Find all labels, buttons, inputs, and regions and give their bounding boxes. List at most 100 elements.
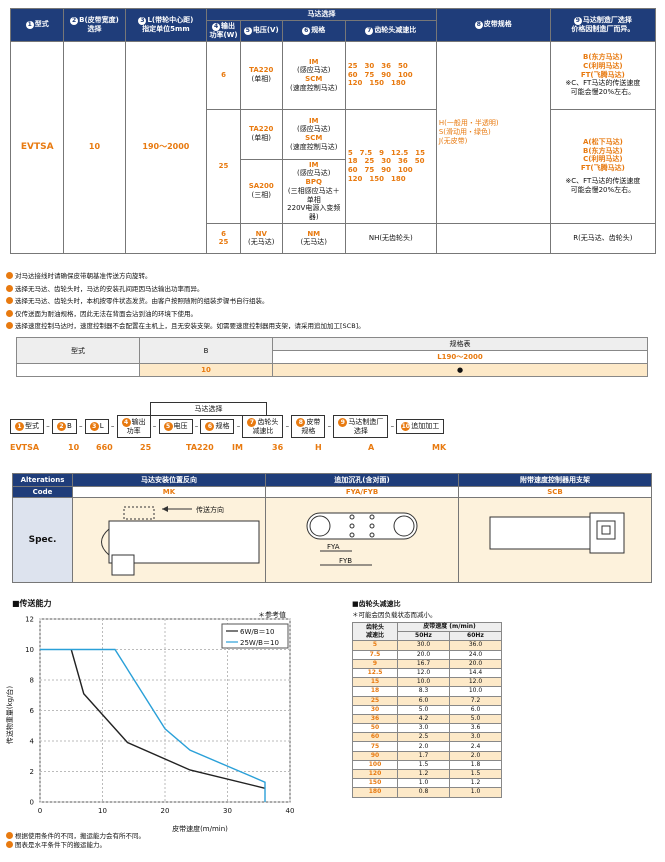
y-tick-label: 4 [30,738,35,746]
ratio-25w: 5 7.5 9 12.5 15 18 25 30 36 50 60 75 90 … [344,108,437,224]
type-cell: EVTSA [9,40,65,254]
y-tick-label: 2 [30,768,34,776]
voltage-ta220-25w: TA220(单相) [239,108,283,160]
speed-50hz-cell: 20.0 [397,649,450,660]
x-tick-label: 20 [161,807,170,815]
note-item: 选择无马达、齿轮头时，本机按零件状态发货。由客户按照随附的组装步骤书自行组装。 [6,295,656,308]
speed-50hz-cell: 16.7 [397,658,450,669]
chart-note: 图表是水平条件下的搬运能力。 [6,841,145,850]
code-mk: MK [72,486,266,498]
y-tick-label: 10 [25,646,34,654]
speed-60hz-cell: 3.0 [448,732,503,743]
bl-available-dot: ● [272,363,648,377]
speed-60hz-cell: 2.4 [448,741,503,752]
alt-col1: 马达安装位置反向 [72,473,266,487]
power-6: 6 [206,40,241,110]
alt-mk-diagram: 传送方向 [72,497,266,583]
chart-notes: 根据使用条件的不同，搬运能力会有所不同。 图表是水平条件下的搬运能力。 [6,832,145,850]
voltage-sa200: SA200(三相) [239,158,283,224]
code-fya: FYA/FYB [265,486,459,498]
speed-60hz-cell: 36.0 [448,640,503,651]
motor-reverse-diagram: 传送方向 [101,505,260,576]
series-line-25w [40,648,266,802]
speed-60hz-cell: 1.8 [448,759,503,771]
ratio-cell: 120 [352,768,398,780]
capacity-title: ■传送能力 [12,599,52,608]
alterations-table: Alterations 马达安装位置反向 追加沉孔(含对面) 附带速度控制器用支… [12,473,652,583]
maker-25w: A(松下马达) B(东方马达) C(利明马达) FT(飞腾马达)※C、FT马达的… [549,108,657,224]
x-tick-label: 10 [98,807,107,815]
power-nv: 6 25 [206,222,241,254]
bl-range: L190～2000 [272,350,648,364]
bl-b-header: B [139,337,273,364]
ratio-cell: 50 [352,723,398,734]
code-scb: SCB [458,486,652,498]
ratio-cell: 150 [352,778,398,789]
speed-60hz-cell: 1.5 [448,768,503,780]
speed-60hz-cell: 6.0 [448,704,503,715]
speed-60hz-cell: 24.0 [448,649,503,660]
speed-50hz-cell: 5.0 [397,704,450,715]
ratio-nh: NH(无齿轮头) [344,222,437,254]
belt-empty [435,222,551,254]
ratio-cell: 30 [352,704,398,715]
speed-60hz-cell: 1.2 [448,778,503,789]
bl-type-header: 型式 [16,337,140,364]
speed-60hz-cell: 14.4 [448,667,503,679]
alt-header: Alterations [12,473,73,487]
ratio-note: ＊可能会因负载状态而减小。 [352,611,437,619]
bl-spec-table: 型式 B 规格表 L190～2000 10 ● [16,337,648,377]
speed-header: 皮带速度 (m/min) [397,621,502,633]
hz60-header: 60Hz [448,631,503,642]
counterbore-diagram: FYA FYB [306,512,418,566]
ratio-cell: 100 [352,759,398,771]
speed-50hz-cell: 30.0 [397,640,450,651]
ratio-cell: 7.5 [352,649,398,660]
ratio-cell: 60 [352,732,398,743]
chart-legend: 6W/B＝10 25W/B＝10 [221,623,289,649]
note-icon [6,841,13,848]
note-icon [6,297,13,304]
note-icon [6,272,13,279]
x-tick-label: 40 [286,807,295,815]
speed-50hz-cell: 12.0 [397,667,450,679]
ratio-cell: 90 [352,750,398,761]
y-tick-label: 12 [25,616,34,624]
ratio-cell: 12.5 [352,667,398,679]
power-25: 25 [206,108,241,224]
series-line-6w [70,649,266,789]
notes-list: 对马达接线时请确保皮带朝基准传送方向旋转。 选择无马达、齿轮头时，马达的安装孔间… [6,270,656,333]
speed-60hz-cell: 12.0 [448,677,503,688]
alt-scb-diagram [458,497,652,583]
ratio-header: 齿轮头 减速比 [352,621,398,642]
belt-cell: H(一般用・半透明) S(滑动用・绿色) J(无皮带) [435,40,551,224]
y-axis-label: 传送物重量(kg/台) [5,686,14,745]
hz50-header: 50Hz [397,631,450,642]
speed-50hz-cell: 1.7 [397,750,450,761]
code-header: Code [12,486,73,498]
ratio-cell: 180 [352,787,398,798]
speed-50hz-cell: 3.0 [397,723,450,734]
